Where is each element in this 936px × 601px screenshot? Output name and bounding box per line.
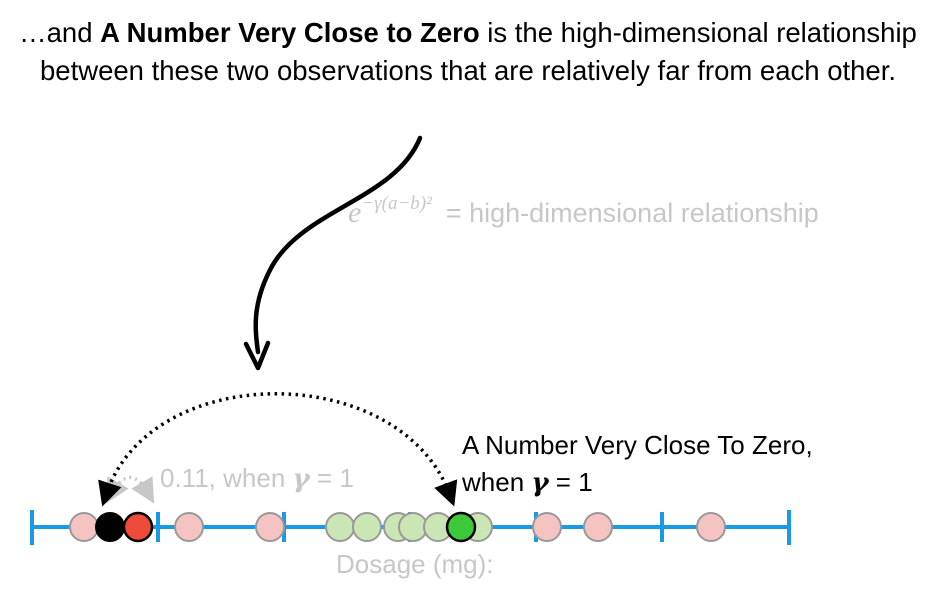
far-pair-line2-prefix: when	[462, 467, 532, 497]
formula-exponent: −γ(a−b)²	[361, 193, 432, 214]
observation-red-light	[583, 512, 613, 542]
near-pair-value: 0.11, when	[160, 463, 293, 493]
observation-green-light	[352, 512, 382, 542]
far-pair-line2-suffix: = 1	[548, 467, 593, 497]
observation-red-light	[255, 512, 285, 542]
observation-highlight-green	[445, 511, 477, 543]
far-pair-arc	[98, 392, 458, 507]
pointer-arrowhead	[243, 340, 271, 371]
formula-label: = high-dimensional relationship	[445, 198, 819, 228]
observation-red-light	[69, 512, 99, 542]
axis-label: Dosage (mg):	[336, 549, 494, 579]
headline-part1: …and	[19, 17, 101, 48]
observation-red-light	[696, 512, 726, 542]
near-pair-label: 0.11, when γ = 1	[160, 463, 354, 494]
headline: …and A Number Very Close to Zero is the …	[18, 14, 918, 90]
near-pair-suffix: = 1	[309, 463, 354, 493]
observation-highlight-red	[122, 511, 154, 543]
near-pair-arc	[105, 475, 155, 504]
observations	[69, 511, 726, 543]
far-pair-gamma: γ	[531, 468, 549, 498]
headline-part2: is the high-dimensional relationship bet…	[39, 17, 917, 86]
observation-green-light	[325, 512, 355, 542]
near-pair-gamma: γ	[292, 464, 310, 494]
observation-red-light	[174, 512, 204, 542]
far-pair-line2: when γ = 1	[462, 464, 813, 502]
pointer-arrow	[253, 135, 423, 355]
headline-bold: A Number Very Close to Zero	[100, 17, 480, 48]
observation-green-light	[398, 512, 428, 542]
far-pair-line1: A Number Very Close To Zero,	[462, 430, 813, 460]
observation-highlight-black	[95, 512, 125, 542]
observation-red-light	[532, 512, 562, 542]
far-pair-label: A Number Very Close To Zero, when γ = 1	[462, 427, 813, 502]
